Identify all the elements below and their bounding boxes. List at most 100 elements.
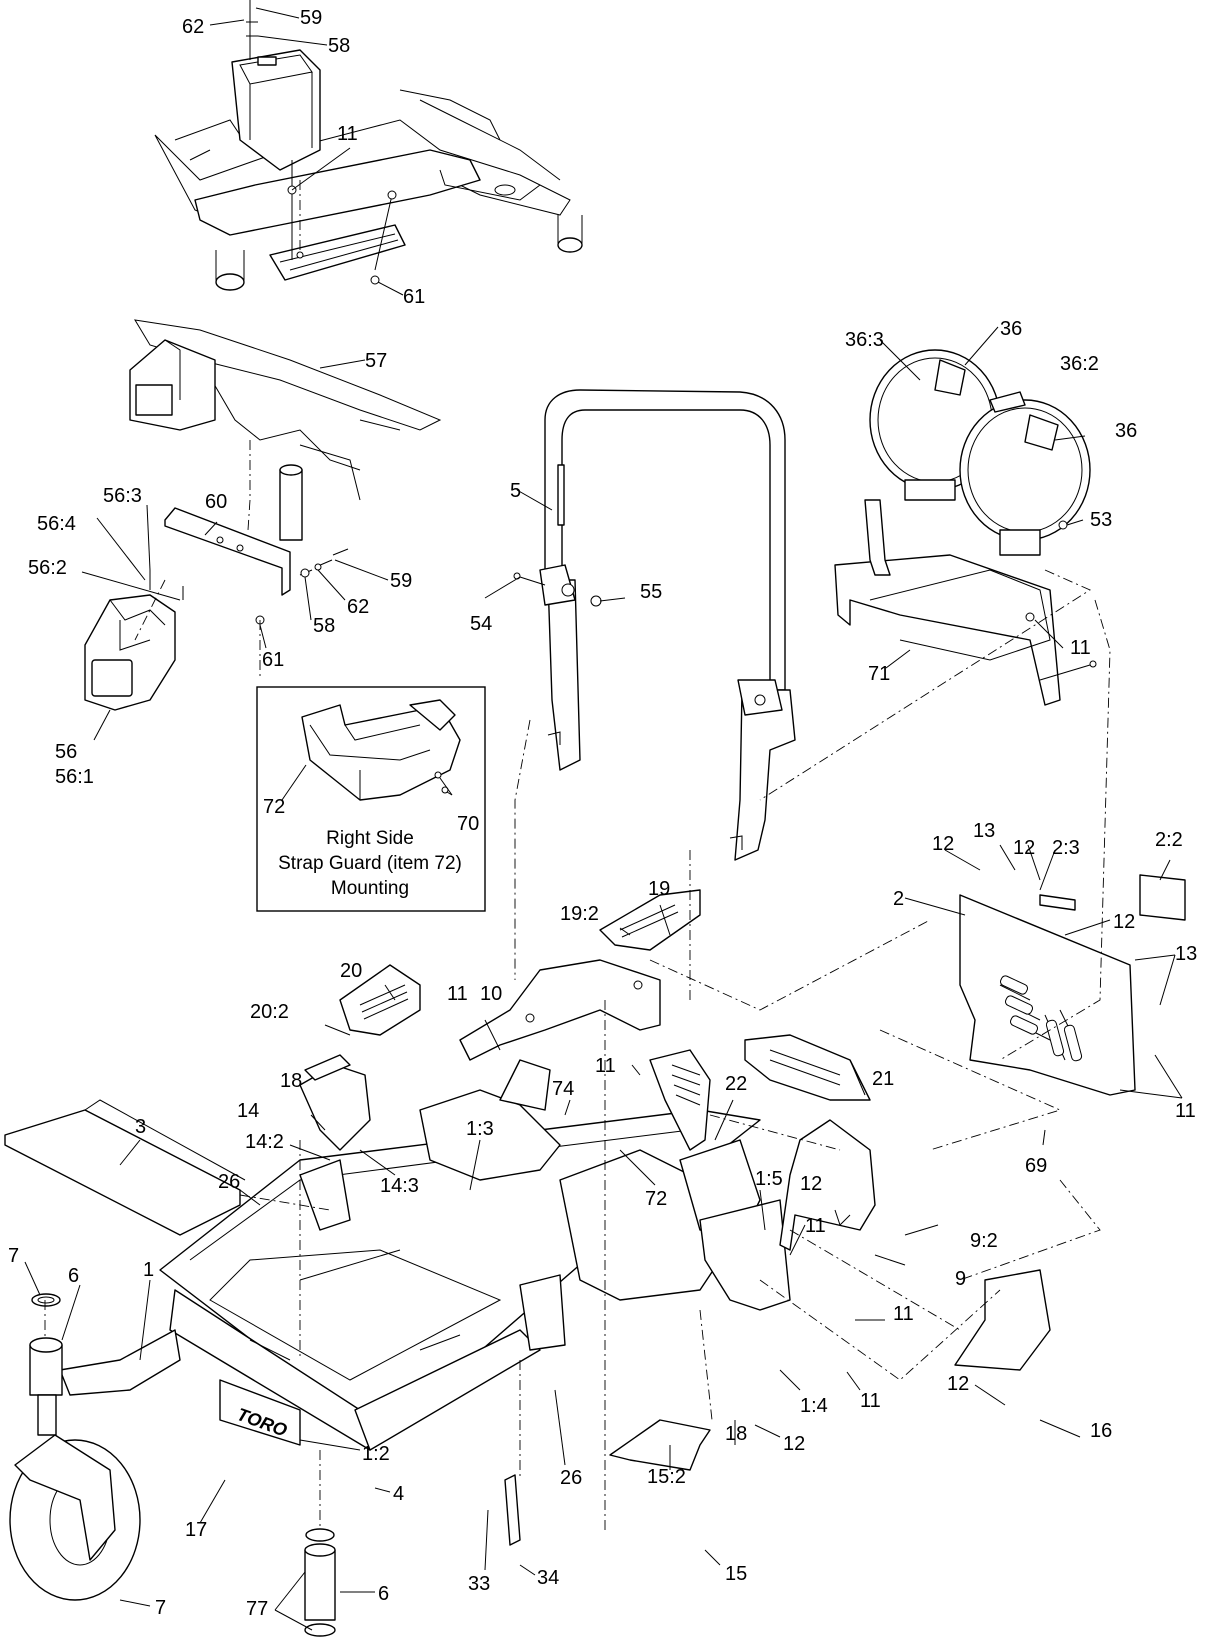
left-upper-frame-section bbox=[129, 319, 442, 541]
callout-2: 2 bbox=[893, 888, 904, 910]
callout-11: 11 bbox=[595, 1055, 616, 1077]
front-caster-mount bbox=[304, 1528, 336, 1637]
callout-70: 70 bbox=[457, 813, 479, 835]
callout-36-3: 36:3 bbox=[845, 329, 884, 351]
callout-74: 74 bbox=[552, 1078, 574, 1100]
callout-62: 62 bbox=[347, 596, 369, 618]
callout-15: 15 bbox=[725, 1563, 747, 1585]
callout-62: 62 bbox=[182, 16, 204, 38]
callout-19: 19 bbox=[648, 878, 670, 900]
callout-9-2: 9:2 bbox=[970, 1230, 998, 1252]
foot-rest-left bbox=[339, 964, 421, 1036]
callout-11: 11 bbox=[893, 1303, 914, 1325]
callout-71: 71 bbox=[868, 663, 890, 685]
callout-22: 22 bbox=[725, 1073, 747, 1095]
inset-caption-3: Mounting bbox=[331, 878, 409, 899]
callout-20: 20 bbox=[340, 960, 362, 982]
callout-5: 5 bbox=[510, 480, 521, 502]
callout-12: 12 bbox=[1013, 837, 1035, 859]
callout-13: 13 bbox=[973, 820, 995, 842]
callout-33: 33 bbox=[468, 1573, 490, 1595]
callout-2-3: 2:3 bbox=[1052, 837, 1080, 859]
callout-7: 7 bbox=[155, 1597, 166, 1619]
battery-straps bbox=[869, 349, 1091, 556]
callout-14-3: 14:3 bbox=[380, 1175, 419, 1197]
callout-20-2: 20:2 bbox=[250, 1001, 289, 1023]
callout-11: 11 bbox=[1175, 1100, 1196, 1122]
callout-34: 34 bbox=[537, 1567, 559, 1589]
callout-14-2: 14:2 bbox=[245, 1131, 284, 1153]
foot-rest-right bbox=[599, 889, 701, 951]
tie-down-fasteners bbox=[149, 548, 349, 625]
battery-tray-bracket bbox=[834, 499, 1097, 706]
callout-56-1: 56:1 bbox=[55, 766, 94, 788]
callout-6: 6 bbox=[68, 1265, 79, 1287]
callout-12: 12 bbox=[800, 1173, 822, 1195]
callout-14: 14 bbox=[237, 1100, 259, 1122]
callout-12: 12 bbox=[947, 1373, 969, 1395]
callout-55: 55 bbox=[640, 581, 662, 603]
callout-10: 10 bbox=[480, 983, 502, 1005]
caster-wheel bbox=[9, 1293, 141, 1601]
callout-1: 1 bbox=[143, 1259, 154, 1281]
callout-2-2: 2:2 bbox=[1155, 829, 1183, 851]
callout-9: 9 bbox=[955, 1268, 966, 1290]
inset-caption-1: Right Side bbox=[326, 828, 414, 849]
top-fasteners bbox=[287, 160, 397, 285]
top-frame-section bbox=[154, 89, 583, 291]
callout-56-2: 56:2 bbox=[28, 557, 67, 579]
callout-53: 53 bbox=[1090, 509, 1112, 531]
callout-36: 36 bbox=[1115, 420, 1137, 442]
callout-12: 12 bbox=[1113, 911, 1135, 933]
callout-58: 58 bbox=[313, 615, 335, 637]
callout-6: 6 bbox=[378, 1583, 389, 1605]
callout-26: 26 bbox=[560, 1467, 582, 1489]
callout-11: 11 bbox=[337, 123, 358, 145]
rear-bumper bbox=[779, 1119, 1051, 1371]
tie-down-bar bbox=[164, 507, 291, 596]
callout-1-4: 1:4 bbox=[800, 1395, 828, 1417]
callout-12: 12 bbox=[783, 1433, 805, 1455]
callout-18: 18 bbox=[280, 1070, 302, 1092]
callout-11: 11 bbox=[447, 983, 468, 1005]
callout-13: 13 bbox=[1175, 943, 1197, 965]
callout-3: 3 bbox=[135, 1116, 146, 1138]
callout-69: 69 bbox=[1025, 1155, 1047, 1177]
callout-1-2: 1:2 bbox=[362, 1443, 390, 1465]
roll-bar bbox=[539, 389, 796, 861]
caster-arm bbox=[59, 1329, 181, 1396]
assembly-centerlines bbox=[44, 440, 1111, 1530]
callout-61: 61 bbox=[262, 649, 284, 671]
callout-26: 26 bbox=[218, 1171, 240, 1193]
callout-54: 54 bbox=[470, 613, 492, 635]
callout-58: 58 bbox=[328, 35, 350, 57]
strap-guard bbox=[459, 959, 661, 1061]
callout-1-3: 1:3 bbox=[466, 1118, 494, 1140]
callout-18: 18 bbox=[725, 1423, 747, 1445]
callout-60: 60 bbox=[205, 491, 227, 513]
callout-17: 17 bbox=[185, 1519, 207, 1541]
callout-15-2: 15:2 bbox=[647, 1466, 686, 1488]
inset-caption-2: Strap Guard (item 72) bbox=[278, 853, 462, 874]
callout-56-3: 56:3 bbox=[103, 485, 142, 507]
bottom-plates bbox=[504, 1419, 711, 1546]
callout-4: 4 bbox=[393, 1483, 404, 1505]
callout-59: 59 bbox=[390, 570, 412, 592]
callout-1-5: 1:5 bbox=[755, 1168, 783, 1190]
callout-11: 11 bbox=[860, 1390, 881, 1412]
callout-11: 11 bbox=[805, 1215, 826, 1237]
callout-21: 21 bbox=[872, 1068, 894, 1090]
callout-36-2: 36:2 bbox=[1060, 353, 1099, 375]
callout-16: 16 bbox=[1090, 1420, 1112, 1442]
callout-7: 7 bbox=[8, 1245, 19, 1267]
callout-19-2: 19:2 bbox=[560, 903, 599, 925]
callout-72: 72 bbox=[645, 1188, 667, 1210]
callout-57: 57 bbox=[365, 350, 387, 372]
battery-box-bracket bbox=[231, 0, 321, 171]
callout-56-4: 56:4 bbox=[37, 513, 76, 535]
tie-down-cover bbox=[84, 594, 176, 711]
callout-72: 72 bbox=[263, 796, 285, 818]
callout-12: 12 bbox=[932, 833, 954, 855]
callout-11: 11 bbox=[1070, 637, 1091, 659]
